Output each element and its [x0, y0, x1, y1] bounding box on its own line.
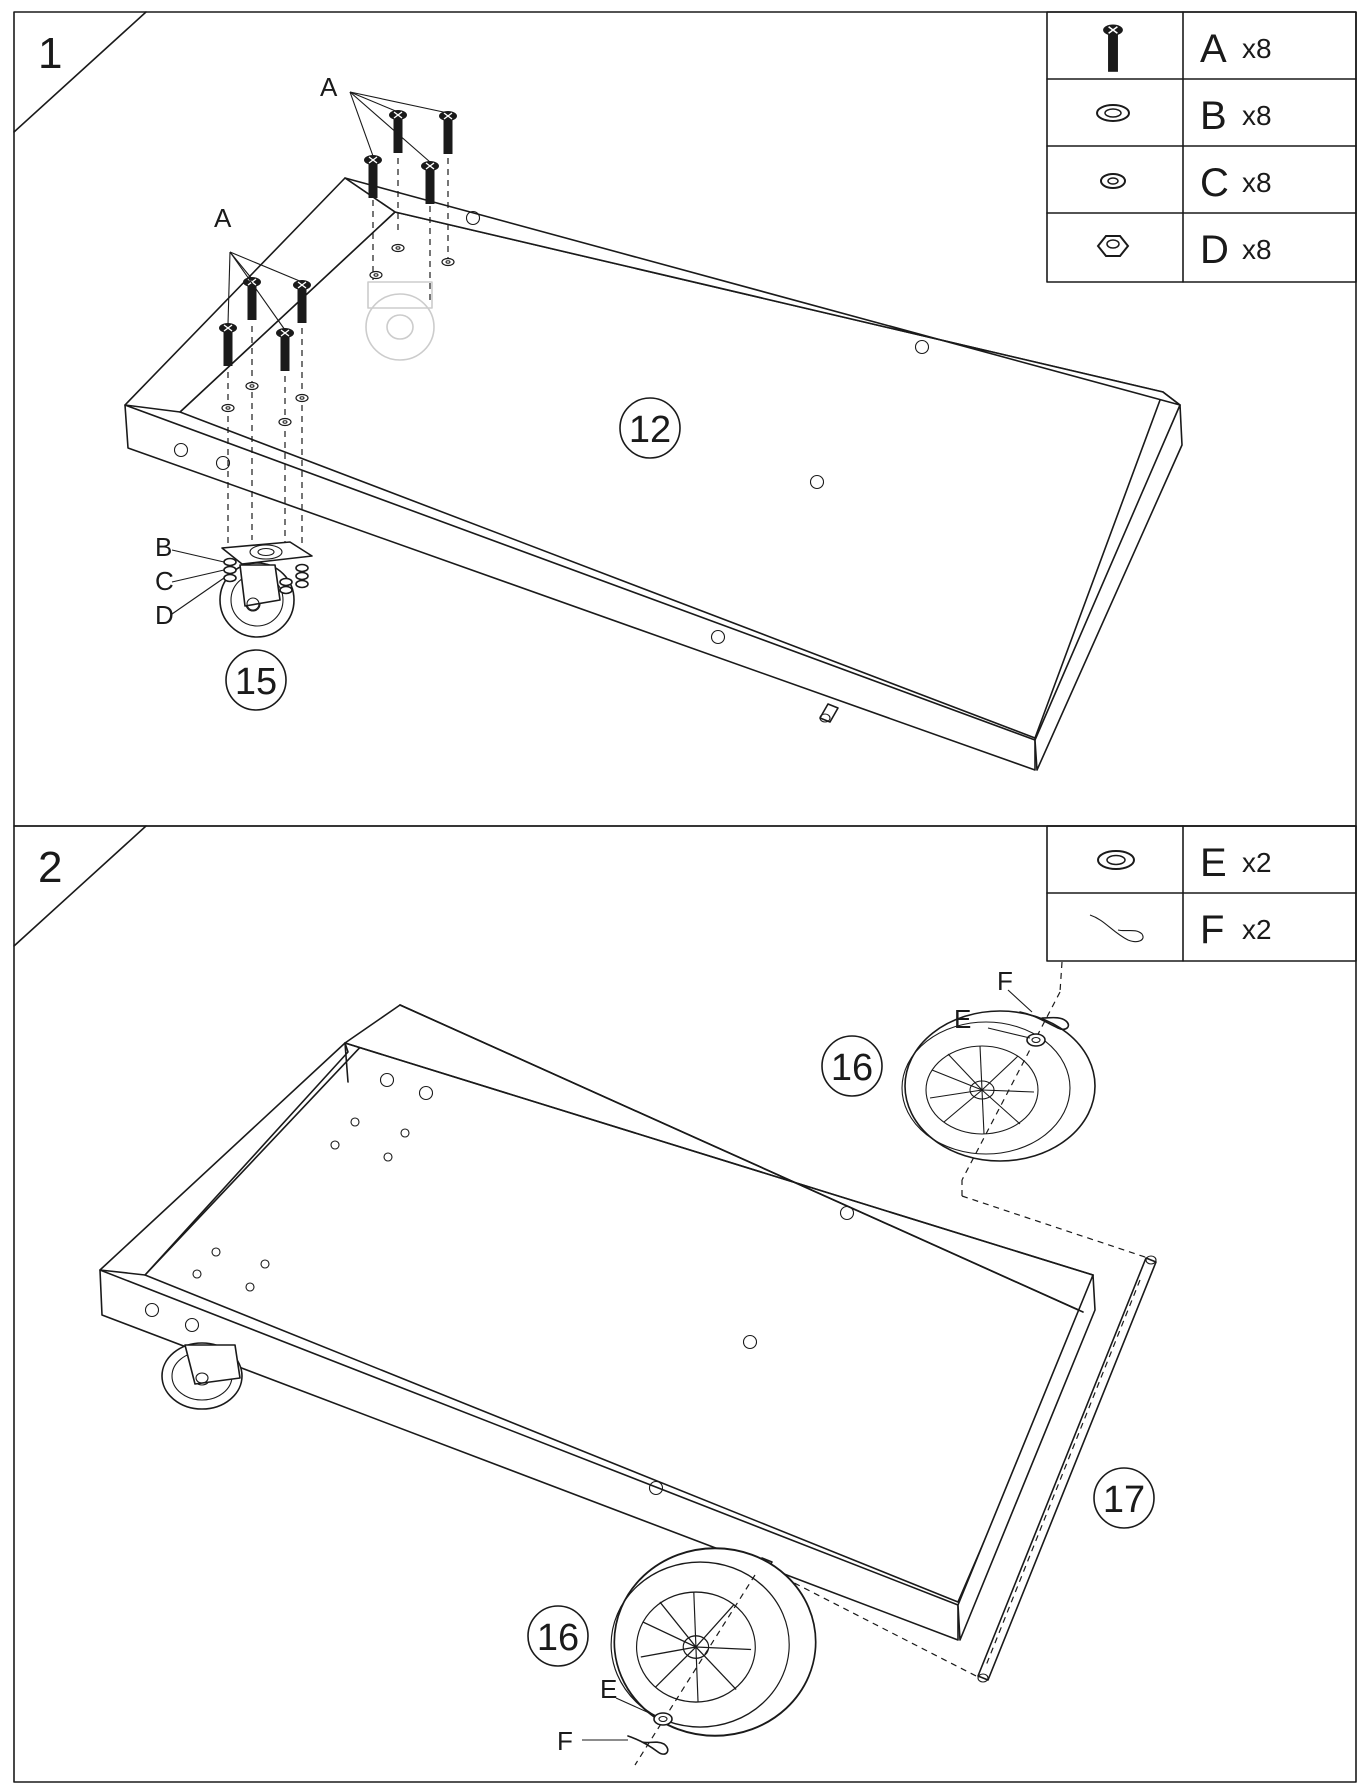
label-c: C	[155, 566, 174, 596]
svg-text:17: 17	[1103, 1479, 1145, 1521]
svg-text:15: 15	[235, 661, 277, 703]
cotter-pin-f-upper	[1019, 1011, 1070, 1031]
hardware-d-letter: D	[1200, 228, 1229, 272]
callout-15: 15	[225, 649, 287, 711]
hardware-b-qty: x8	[1242, 100, 1272, 131]
tray-12-assembled	[99, 1004, 1096, 1641]
ghost-caster	[365, 281, 435, 361]
svg-text:16: 16	[537, 1617, 579, 1659]
cotter-pin-f-lower	[627, 1735, 669, 1755]
hardware-c-letter: C	[1200, 161, 1229, 205]
tray-12	[124, 177, 1183, 771]
axle-17	[977, 1255, 1157, 1683]
hardware-e-letter: E	[1200, 841, 1227, 885]
washer-icon	[1097, 850, 1135, 870]
label-e-upper: E	[954, 1004, 971, 1034]
washer-e-upper	[1026, 1033, 1046, 1047]
caster-mounted	[161, 1342, 243, 1410]
wheel-16-lower	[610, 1547, 817, 1737]
step-1-number: 1	[38, 29, 62, 78]
callout-16-upper: 16	[821, 1035, 883, 1097]
svg-text:16: 16	[831, 1047, 873, 1089]
callout-16-lower: 16	[527, 1605, 589, 1667]
step-1-hardware-table: A x8 B x8 C x8 D x8	[1046, 11, 1357, 283]
step-2-panel	[13, 825, 1357, 1783]
hardware-b-letter: B	[1200, 94, 1227, 138]
label-f-upper: F	[997, 966, 1013, 996]
hardware-a-letter: A	[1200, 27, 1227, 71]
svg-text:12: 12	[629, 409, 671, 451]
caster-15	[171, 541, 313, 638]
hardware-a-qty: x8	[1242, 33, 1272, 64]
label-e-lower: E	[600, 1674, 617, 1704]
callout-17: 17	[1093, 1467, 1155, 1529]
hardware-f-qty: x2	[1242, 914, 1272, 945]
hardware-d-qty: x8	[1242, 234, 1272, 265]
screw-icon	[1102, 23, 1124, 73]
screws-a-front	[218, 251, 312, 560]
hardware-e-qty: x2	[1242, 847, 1272, 878]
label-a-back: A	[320, 72, 338, 102]
callout-12: 12	[619, 397, 681, 459]
hex-nut-icon	[1096, 235, 1130, 257]
washer-icon	[1096, 104, 1130, 122]
step-2-number: 2	[38, 843, 62, 892]
label-b: B	[155, 532, 172, 562]
lock-washer-icon	[1100, 173, 1126, 189]
cotter-pin-icon	[1089, 914, 1144, 943]
washer-e-lower	[653, 1712, 673, 1726]
screws-a-back	[349, 91, 458, 300]
wheel-16-upper	[901, 1010, 1096, 1162]
hardware-c-qty: x8	[1242, 167, 1272, 198]
step-2-hardware-table: E x2 F x2	[1046, 825, 1357, 962]
label-a-front: A	[214, 203, 232, 233]
hardware-f-letter: F	[1200, 908, 1224, 952]
label-f-lower: F	[557, 1726, 573, 1756]
label-d: D	[155, 600, 174, 630]
